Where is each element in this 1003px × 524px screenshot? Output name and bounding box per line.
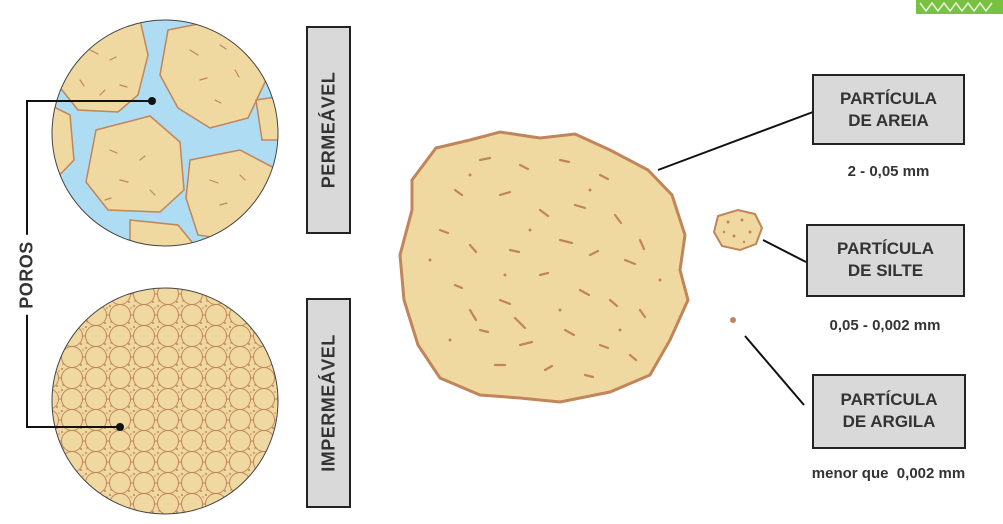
silt-particle xyxy=(714,210,762,250)
impermeable-label-box: IMPERMEÁVEL xyxy=(306,298,351,508)
impermeable-soil-circle xyxy=(52,288,278,514)
sand-size-range: 2 - 0,05 mm xyxy=(812,163,965,180)
clay-label-line1: PARTÍCULA xyxy=(814,389,964,411)
silt-connector-line xyxy=(763,240,806,262)
sand-connector-line xyxy=(658,112,813,170)
pores-label: POROS xyxy=(17,235,38,315)
sand-label-box: PARTÍCULA DE AREIA xyxy=(812,74,965,145)
clay-connector-line xyxy=(745,336,804,405)
impermeable-label: IMPERMEÁVEL xyxy=(318,334,339,472)
clay-size-range: menor que 0,002 mm xyxy=(776,465,1001,482)
clay-label-line2: DE ARGILA xyxy=(814,411,964,433)
sand-particle xyxy=(400,132,688,402)
permeable-label-box: PERMEÁVEL xyxy=(306,26,351,234)
silt-label-box: PARTÍCULA DE SILTE xyxy=(806,224,965,297)
sand-label-line2: DE AREIA xyxy=(814,110,963,132)
silt-label-line2: DE SILTE xyxy=(808,260,963,282)
pore-pointer-dot-top xyxy=(148,97,156,105)
silt-label-line1: PARTÍCULA xyxy=(808,238,963,260)
pore-pointer-dot-bottom xyxy=(116,423,124,431)
clay-particle xyxy=(730,317,736,323)
silt-size-range: 0,05 - 0,002 mm xyxy=(800,317,970,334)
permeable-label: PERMEÁVEL xyxy=(318,72,339,189)
sand-label-line1: PARTÍCULA xyxy=(814,88,963,110)
clay-label-box: PARTÍCULA DE ARGILA xyxy=(812,374,966,449)
permeable-soil-circle xyxy=(40,20,292,256)
logo-icon xyxy=(916,0,1003,14)
